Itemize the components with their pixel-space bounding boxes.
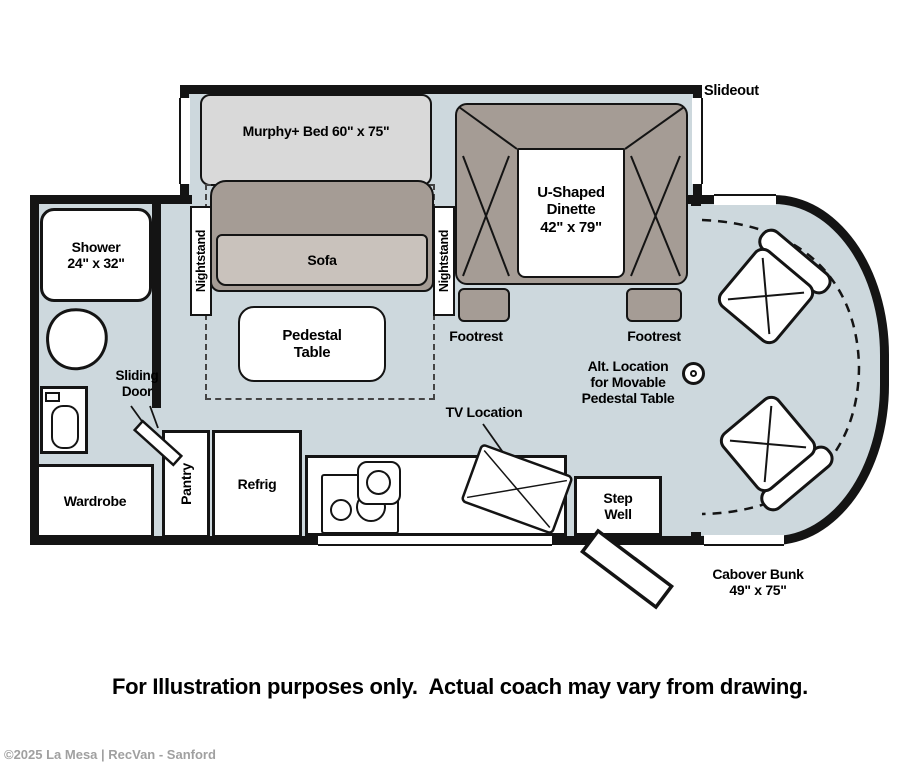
window-cab-bottom — [704, 535, 784, 546]
kitchen-sink — [357, 461, 401, 505]
dinette-label-line3: 42" x 79" — [540, 218, 602, 236]
sofa-label: Sofa — [307, 251, 337, 268]
stove-burner-small — [330, 499, 352, 521]
pedestal-table-label-line2: Table — [293, 344, 331, 361]
murphy-bed-label: Murphy+ Bed 60" x 75" — [242, 122, 390, 139]
footrest-left — [458, 288, 510, 322]
alt-table-label-line3: Pedestal Table — [581, 390, 675, 407]
watermark-text: ©2025 La Mesa | RecVan - Sanford — [4, 747, 216, 762]
cab-room — [692, 195, 889, 545]
refrigerator: Refrig — [212, 430, 302, 538]
sliding-door-label-line2: Door — [121, 383, 153, 399]
sliding-door-label: Sliding Door — [104, 368, 170, 399]
pedestal-table: Pedestal Table — [238, 306, 386, 382]
cabover-bunk-label-line2: 49" x 75" — [729, 582, 787, 599]
wardrobe: Wardrobe — [36, 464, 154, 538]
bath-sink-faucet — [45, 392, 60, 402]
pantry: Pantry — [162, 430, 210, 538]
refrig-label: Refrig — [237, 475, 277, 492]
alt-table-label-line2: for Movable — [590, 374, 666, 391]
step-well-label-line2: Well — [604, 506, 632, 522]
window-cab-top — [714, 194, 776, 205]
shower-label-line2: 24" x 32" — [67, 255, 125, 271]
cabover-bunk-label-line1: Cabover Bunk — [712, 566, 804, 582]
alt-table-label: Alt. Location for Movable Pedestal Table — [572, 358, 684, 407]
dinette-table: U-Shaped Dinette 42" x 79" — [517, 148, 625, 278]
tv-location-label: TV Location — [445, 404, 523, 420]
window-kitchen — [318, 535, 552, 546]
cabover-bunk-label: Cabover Bunk 49" x 75" — [702, 566, 814, 598]
pantry-label: Pantry — [178, 463, 194, 505]
bath-sink — [40, 386, 88, 454]
nightstand-right: Nightstand — [433, 206, 455, 316]
nightstand-left: Nightstand — [190, 206, 212, 316]
footrest-left-label: Footrest — [449, 328, 503, 344]
alt-table-mount-dot — [690, 370, 697, 377]
step-well: Step Well — [574, 476, 662, 536]
nightstand-left-label: Nightstand — [194, 229, 208, 293]
window-slideout-right — [692, 98, 703, 184]
bathroom-wall — [152, 204, 161, 408]
nightstand-right-label: Nightstand — [437, 229, 451, 293]
murphy-bed: Murphy+ Bed 60" x 75" — [200, 94, 432, 186]
disclaimer-text: For Illustration purposes only. Actual c… — [112, 674, 808, 699]
alt-table-label-line1: Alt. Location — [587, 358, 669, 374]
bath-sink-basin — [51, 405, 79, 449]
dinette-label-line2: Dinette — [546, 201, 596, 219]
wardrobe-label: Wardrobe — [63, 492, 127, 509]
shower: Shower 24" x 32" — [40, 208, 152, 302]
kitchen-sink-basin — [366, 470, 391, 495]
footrest-right — [626, 288, 682, 322]
alt-table-mount-icon — [682, 362, 705, 385]
shower-label-line1: Shower — [71, 238, 121, 255]
slideout-label: Slideout — [704, 83, 759, 99]
footrest-right-label: Footrest — [627, 328, 681, 344]
sofa: Sofa — [210, 180, 434, 292]
pedestal-table-label-line1: Pedestal — [282, 326, 342, 344]
dinette-label-line1: U-Shaped — [537, 184, 605, 201]
sofa-seat: Sofa — [216, 234, 428, 286]
sliding-door-label-line1: Sliding — [115, 368, 159, 383]
window-slideout-left — [179, 98, 190, 184]
step-well-label-line1: Step — [603, 489, 633, 506]
